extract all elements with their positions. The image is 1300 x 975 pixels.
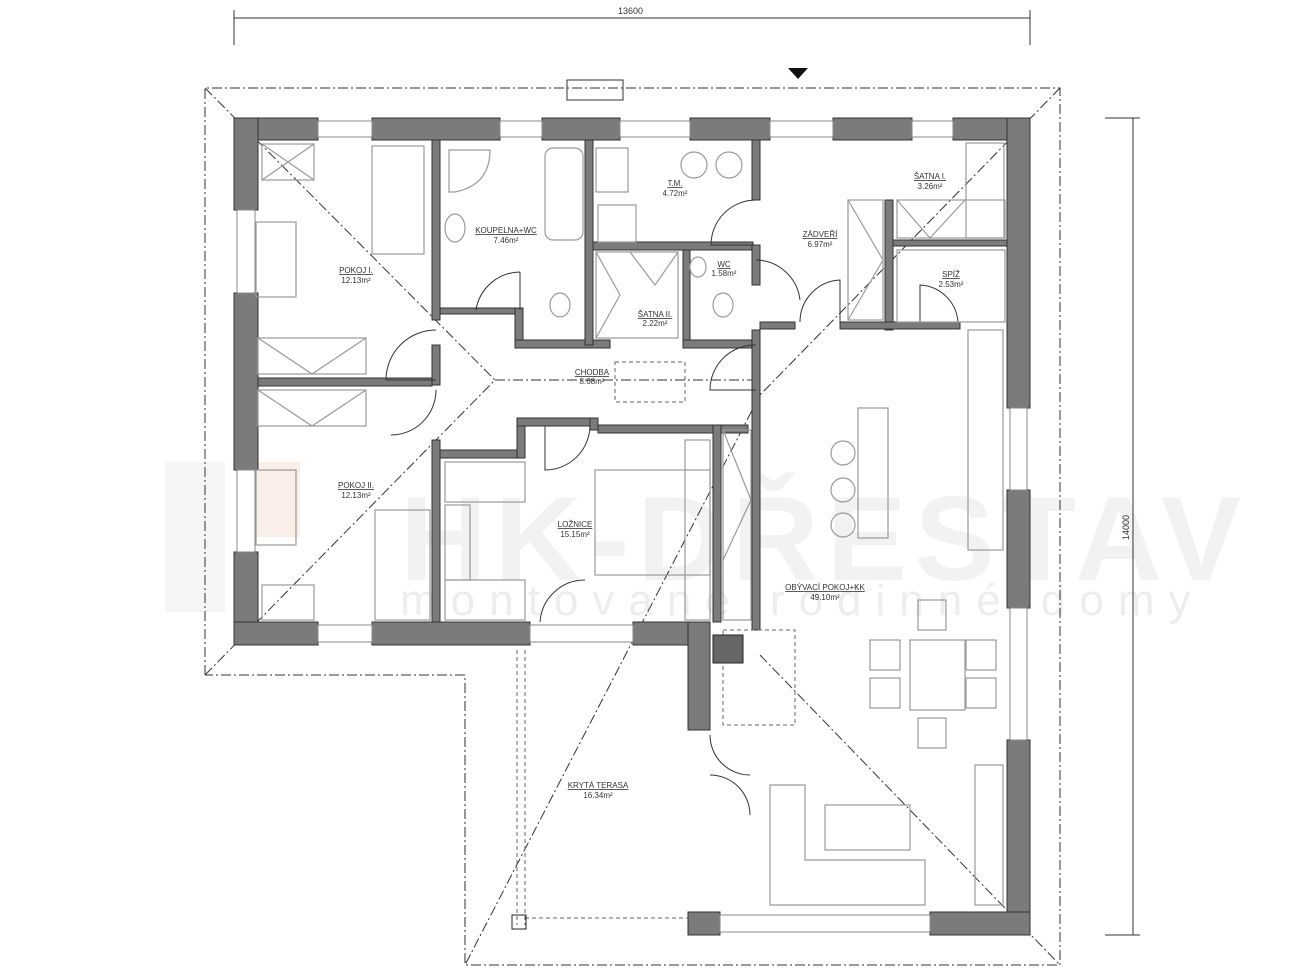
svg-text:4.72m²: 4.72m² bbox=[663, 189, 688, 198]
svg-text:1.58m²: 1.58m² bbox=[712, 269, 737, 278]
svg-text:2.22m²: 2.22m² bbox=[643, 319, 668, 328]
windows bbox=[236, 120, 1028, 933]
svg-text:OBÝVACÍ POKOJ+KK: OBÝVACÍ POKOJ+KK bbox=[785, 583, 865, 592]
svg-text:HK-DŘESTAV: HK-DŘESTAV bbox=[400, 471, 1249, 606]
svg-text:14000: 14000 bbox=[1121, 515, 1131, 540]
svg-text:T.M.: T.M. bbox=[667, 179, 682, 188]
svg-text:49.10m²: 49.10m² bbox=[810, 593, 840, 602]
chimney bbox=[566, 79, 624, 101]
svg-text:8.68m²: 8.68m² bbox=[580, 377, 605, 386]
room-labels: POKOJ I.12.13m² KOUPELNA+WC7.46m² T.M.4.… bbox=[338, 172, 964, 800]
room-pokoj-2: POKOJ II.12.13m² bbox=[338, 481, 374, 500]
svg-text:KRYTÁ TERASA: KRYTÁ TERASA bbox=[568, 781, 629, 790]
svg-text:montované rodinné domy: montované rodinné domy bbox=[400, 576, 1205, 625]
svg-text:ŠATNA II.: ŠATNA II. bbox=[638, 310, 673, 319]
room-satna-1: ŠATNA I.3.26m² bbox=[914, 172, 946, 191]
svg-text:12.13m²: 12.13m² bbox=[341, 491, 371, 500]
svg-text:LOŽNICE: LOŽNICE bbox=[558, 520, 593, 529]
svg-text:3.26m²: 3.26m² bbox=[918, 182, 943, 191]
svg-text:6.97m²: 6.97m² bbox=[808, 240, 833, 249]
room-koupelna-wc: KOUPELNA+WC7.46m² bbox=[475, 226, 537, 245]
entrance-marker-icon bbox=[788, 68, 808, 79]
room-wc: WC1.58m² bbox=[712, 260, 737, 278]
svg-text:2.53m²: 2.53m² bbox=[939, 280, 964, 289]
svg-text:13600: 13600 bbox=[618, 6, 643, 16]
dimension-width: 13600 bbox=[233, 6, 1031, 45]
svg-text:CHODBA: CHODBA bbox=[575, 368, 610, 377]
svg-text:7.46m²: 7.46m² bbox=[494, 236, 519, 245]
dimension-depth: 14000 bbox=[1105, 117, 1140, 936]
doors bbox=[385, 199, 959, 816]
svg-text:WC: WC bbox=[717, 260, 731, 269]
svg-text:12.13m²: 12.13m² bbox=[341, 276, 371, 285]
svg-text:POKOJ II.: POKOJ II. bbox=[338, 481, 374, 490]
svg-text:15.15m²: 15.15m² bbox=[560, 530, 590, 539]
svg-text:SPÍŽ: SPÍŽ bbox=[942, 270, 960, 279]
room-pokoj-1: POKOJ I.12.13m² bbox=[339, 266, 373, 285]
room-satna-2: ŠATNA II.2.22m² bbox=[638, 310, 673, 328]
svg-text:POKOJ I.: POKOJ I. bbox=[339, 266, 373, 275]
stove bbox=[712, 634, 744, 664]
svg-text:ŠATNA I.: ŠATNA I. bbox=[914, 172, 946, 181]
svg-text:16.34m²: 16.34m² bbox=[583, 791, 613, 800]
furniture bbox=[255, 142, 1006, 930]
interior-walls bbox=[257, 139, 1008, 664]
svg-text:ZÁDVEŘÍ: ZÁDVEŘÍ bbox=[803, 230, 838, 239]
svg-text:KOUPELNA+WC: KOUPELNA+WC bbox=[475, 226, 537, 235]
room-technicka-mistnost: T.M.4.72m² bbox=[663, 179, 688, 198]
watermark: HK-DŘESTAV montované rodinné domy bbox=[165, 462, 1249, 625]
exterior-walls bbox=[233, 117, 1031, 936]
